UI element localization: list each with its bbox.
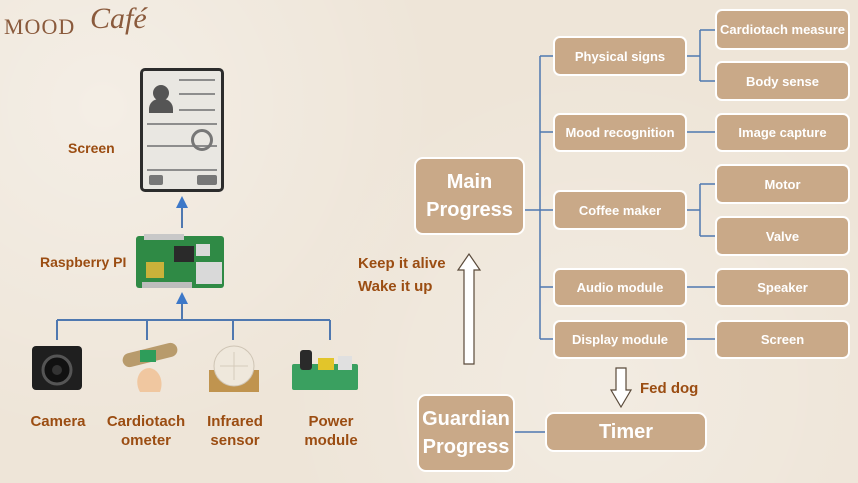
guardian-progress-box: Guardian Progress bbox=[417, 394, 515, 472]
gauge-icon bbox=[191, 129, 213, 151]
module-display: Display module bbox=[553, 320, 687, 359]
cup-icon bbox=[149, 175, 163, 185]
child-body-sense: Body sense bbox=[715, 61, 850, 101]
control-icon bbox=[197, 175, 217, 185]
module-coffee-maker: Coffee maker bbox=[553, 190, 687, 230]
child-screen: Screen bbox=[715, 320, 850, 359]
logo-cafe: Café bbox=[90, 2, 147, 35]
cardiotachometer-image bbox=[122, 342, 178, 392]
raspberry-pi-board-image bbox=[136, 234, 224, 288]
infrared-sensor-image bbox=[209, 345, 259, 392]
device-label-infrared: Infrared sensor bbox=[207, 413, 263, 449]
screen-label: Screen bbox=[68, 140, 115, 156]
fed-dog-label: Fed dog bbox=[640, 380, 699, 397]
user-avatar-icon bbox=[153, 85, 169, 101]
module-mood-recognition: Mood recognition bbox=[553, 113, 687, 152]
main-progress-box: Main Progress bbox=[414, 157, 525, 235]
module-physical-signs: Physical signs bbox=[553, 36, 687, 76]
child-motor: Motor bbox=[715, 164, 850, 204]
child-cardiotach-measure: Cardiotach measure bbox=[715, 9, 850, 50]
device-label-camera: Camera bbox=[30, 413, 86, 430]
child-valve: Valve bbox=[715, 216, 850, 256]
device-label-cardiotachometer: Cardiotach ometer bbox=[106, 413, 186, 449]
keep-alive-label: Keep it alive bbox=[358, 255, 446, 272]
wake-up-label: Wake it up bbox=[358, 278, 433, 295]
child-speaker: Speaker bbox=[715, 268, 850, 307]
user-body-icon bbox=[149, 99, 173, 113]
device-label-power: Power module bbox=[304, 413, 358, 449]
module-audio: Audio module bbox=[553, 268, 687, 307]
camera-image bbox=[32, 346, 82, 390]
mood-cafe-logo: MOOD Café bbox=[4, 2, 147, 40]
child-image-capture: Image capture bbox=[715, 113, 850, 152]
screen-device-image bbox=[140, 68, 224, 192]
guardian-progress-label: Guardian Progress bbox=[422, 408, 510, 458]
power-module-image bbox=[292, 350, 358, 390]
raspberry-pi-label: Raspberry PI bbox=[40, 254, 127, 270]
main-progress-label: Main Progress bbox=[426, 171, 513, 221]
timer-box: Timer bbox=[545, 412, 707, 452]
logo-mood: MOOD bbox=[4, 14, 76, 39]
